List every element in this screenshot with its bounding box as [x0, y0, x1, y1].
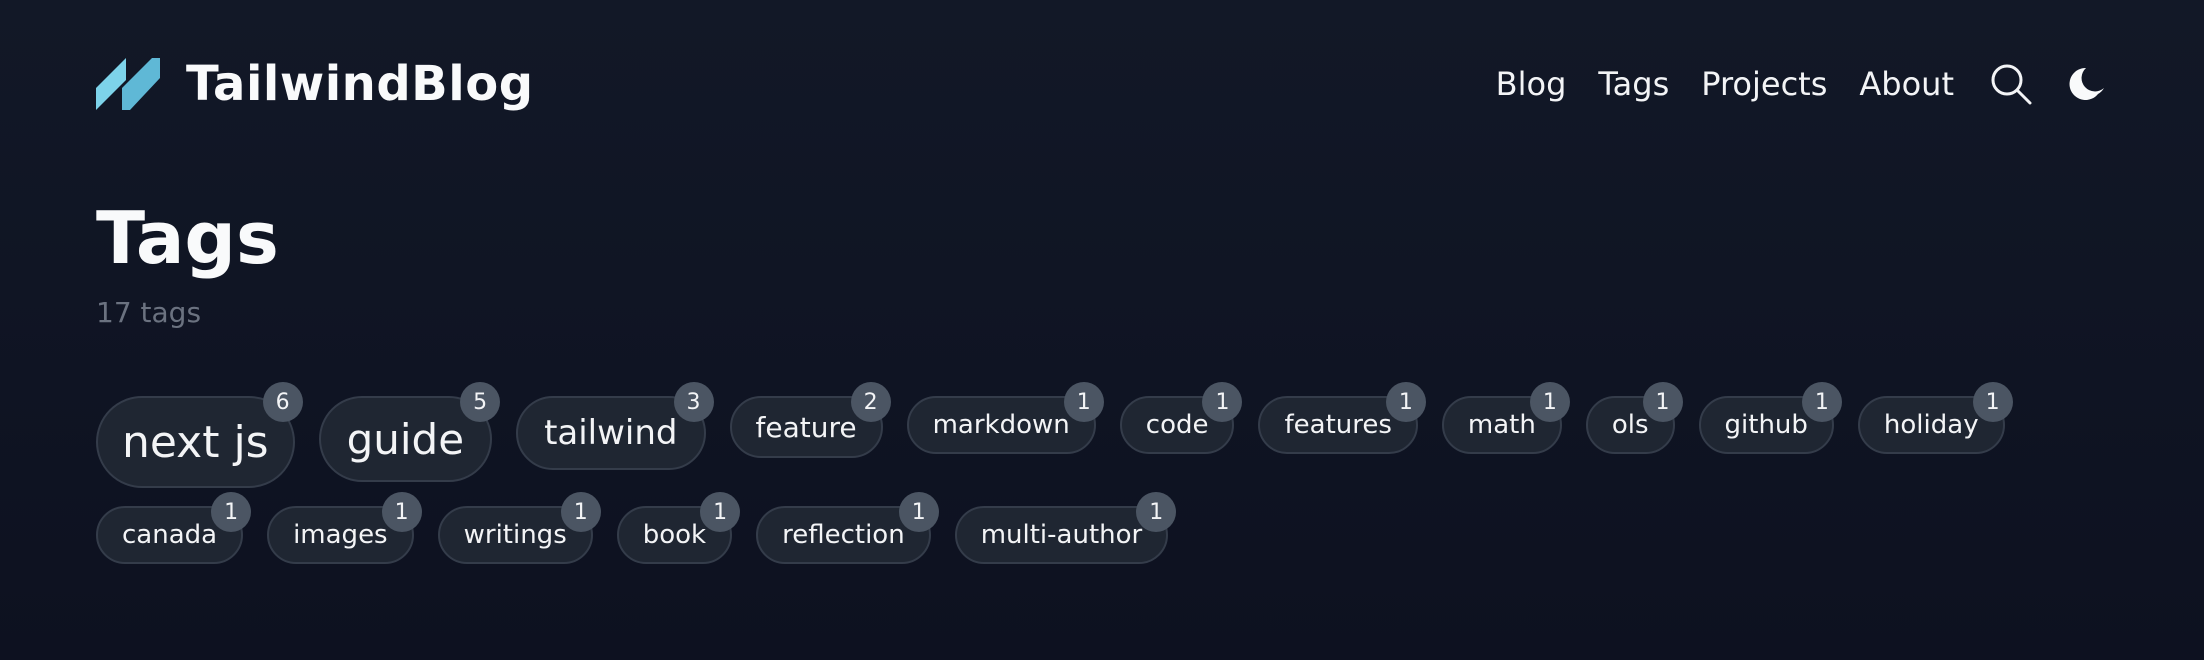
main-nav: Blog Tags Projects About [1496, 63, 2108, 105]
tag-label: markdown [932, 410, 1070, 440]
tag-canada[interactable]: canada 1 [96, 492, 252, 564]
tag-count-badge: 2 [850, 382, 891, 422]
tag-label: tailwind [544, 413, 678, 453]
tag-holiday[interactable]: holiday 1 [1857, 382, 2013, 454]
tag-next-js[interactable]: next js 6 [96, 382, 303, 488]
site-header: TailwindBlog Blog Tags Projects About [96, 52, 2108, 116]
tag-ols[interactable]: ols 1 [1585, 382, 1683, 454]
tag-count-badge: 1 [1385, 382, 1426, 422]
nav-about[interactable]: About [1859, 65, 1954, 103]
tag-count-badge: 1 [700, 492, 741, 532]
tag-count-badge: 1 [1136, 492, 1177, 532]
tag-label: math [1467, 410, 1536, 440]
tag-images[interactable]: images 1 [267, 492, 422, 564]
tag-label: next js [122, 416, 269, 468]
search-icon[interactable] [1990, 63, 2032, 105]
tag-guide[interactable]: guide 5 [318, 382, 501, 482]
tag-count-badge: 3 [673, 382, 714, 422]
tag-tailwind[interactable]: tailwind 3 [516, 382, 714, 470]
tag-count-badge: 1 [211, 492, 252, 532]
tag-count-badge: 1 [560, 492, 601, 532]
tag-writings[interactable]: writings 1 [437, 492, 601, 564]
tag-label: canada [122, 520, 218, 550]
tag-label: github [1724, 410, 1808, 440]
tag-count-badge: 1 [1801, 382, 1842, 422]
tag-count-badge: 1 [381, 492, 422, 532]
tag-label: images [293, 520, 388, 550]
tag-label: ols [1611, 410, 1649, 440]
tag-label: code [1145, 410, 1209, 440]
logo-icon [96, 58, 160, 110]
nav-tags[interactable]: Tags [1598, 65, 1670, 103]
moon-icon[interactable] [2068, 64, 2108, 104]
tag-label: features [1284, 410, 1392, 440]
brand-name: TailwindBlog [186, 56, 534, 112]
tag-cloud: next js 6 guide 5 tailwind 3 feature 2 m… [96, 378, 2108, 564]
tag-count-badge: 1 [1972, 382, 2013, 422]
tag-label: book [642, 520, 707, 550]
tag-book[interactable]: book 1 [616, 492, 741, 564]
tag-label: reflection [782, 520, 905, 550]
tag-count: 17 tags [96, 296, 202, 329]
tag-feature[interactable]: feature 2 [729, 382, 891, 458]
tag-count-badge: 6 [262, 382, 303, 422]
nav-blog[interactable]: Blog [1495, 65, 1567, 103]
tag-features[interactable]: features 1 [1258, 382, 1426, 454]
tag-count-badge: 5 [460, 382, 501, 422]
tag-count-badge: 1 [1063, 382, 1104, 422]
tag-reflection[interactable]: reflection 1 [756, 492, 939, 564]
tag-math[interactable]: math 1 [1441, 382, 1570, 454]
brand[interactable]: TailwindBlog [96, 56, 534, 112]
tag-count-badge: 1 [1529, 382, 1570, 422]
tag-label: multi-author [980, 520, 1143, 550]
tag-label: guide [346, 414, 465, 464]
tag-label: holiday [1883, 410, 1979, 440]
page-title: Tags [96, 196, 279, 280]
nav-projects[interactable]: Projects [1701, 65, 1828, 103]
tag-count-badge: 1 [1202, 382, 1243, 422]
tag-github[interactable]: github 1 [1698, 382, 1842, 454]
tag-multi-author[interactable]: multi-author 1 [954, 492, 1177, 564]
tag-code[interactable]: code 1 [1119, 382, 1243, 454]
tag-label: feature [755, 410, 857, 444]
tag-count-badge: 1 [1642, 382, 1683, 422]
tag-label: writings [463, 520, 567, 550]
tag-markdown[interactable]: markdown 1 [906, 382, 1104, 454]
tag-count-badge: 1 [898, 492, 939, 532]
